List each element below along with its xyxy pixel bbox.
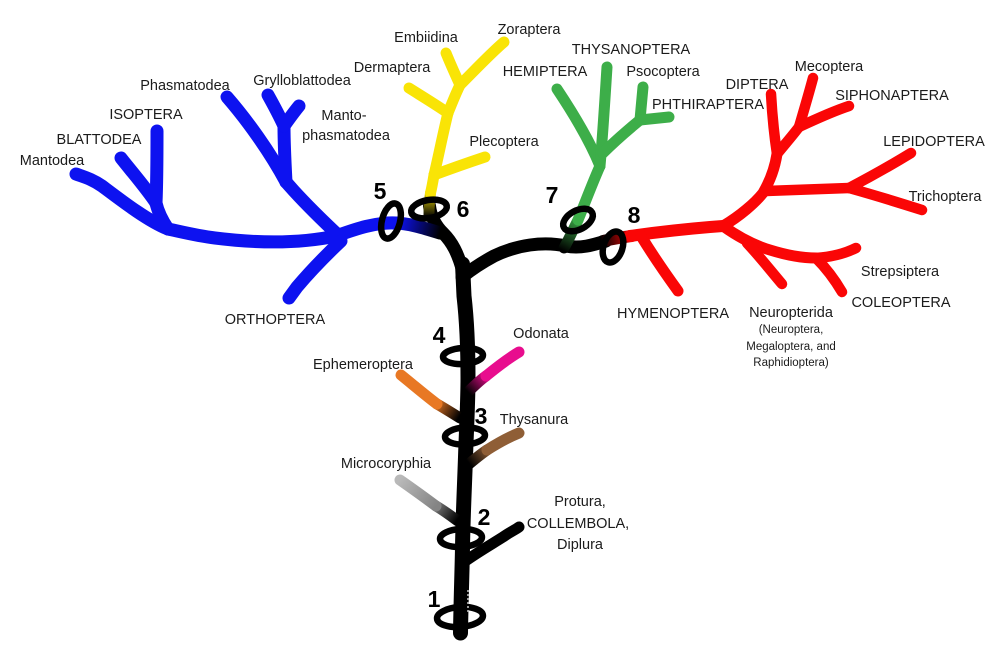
phthiraptera-branch [634,111,675,126]
label-isoptera: ISOPTERA [109,107,183,123]
label-thysanoptera: THYSANOPTERA [572,42,691,58]
hemiptera-branch [551,83,606,172]
node-ring-1 [433,603,487,631]
label-hemiptera: HEMIPTERA [503,64,588,80]
thysanura-branch [481,427,525,456]
node-ring-5 [377,200,405,242]
label-entognatha-line2: COLLEMBOLA, [527,516,629,532]
lepidoptera-branch [843,147,917,194]
node-ring-3 [441,424,489,448]
neuropterida-branch [741,237,788,290]
label-entognatha-line1: Protura, [554,494,606,510]
label-thysanura: Thysanura [500,412,569,428]
node-number-3: 3 [475,403,488,429]
yellow-subtree [403,36,510,199]
node-number-8: 8 [628,202,641,228]
trichoptera-branch [843,182,928,216]
green-subtree [551,61,675,226]
label-plecoptera: Plecoptera [469,134,539,150]
main-trunk [453,256,476,641]
label-odonata: Odonata [513,326,570,342]
microcoryphia-branch [394,474,442,512]
zoraptera-branch [454,36,510,91]
odonata-branch [480,346,525,382]
node-ring-8 [599,228,627,266]
node-number-1: 1 [428,586,441,612]
label-neuropterida-sub1: (Neuroptera, [759,324,824,336]
hymenoptera-branch [635,230,684,297]
label-mantophasmatodea-line2: phasmatodea [302,128,391,144]
diptera-branch [765,88,783,160]
node-ring-4 [439,344,487,368]
label-microcoryphia: Microcoryphia [341,456,432,472]
label-siphonaptera: SIPHONAPTERA [835,88,949,104]
gryllo-manto-stem [277,119,293,189]
label-coleoptera: COLEOPTERA [851,295,950,311]
coleoptera-branch [810,252,848,298]
label-mantodea: Mantodea [20,153,85,169]
label-blattodea: BLATTODEA [57,132,142,148]
node-ring-7 [559,205,597,235]
blue-hub-branch [161,216,403,249]
label-zoraptera: Zoraptera [498,22,562,38]
label-orthoptera: ORTHOPTERA [225,312,326,328]
node-ring-6 [407,196,451,222]
label-neuropterida-sub2: Megaloptera, and [746,341,836,353]
dermaptera-branch [403,82,454,119]
lepidoptera-trichoptera-arm [760,182,855,197]
label-psocoptera: Psocoptera [626,64,700,80]
ephemeroptera-branch [395,369,443,410]
isoptera-branch [149,124,164,210]
orthoptera-branch [282,234,348,305]
label-dermaptera: Dermaptera [354,60,431,76]
strepsiptera-branch [810,242,862,264]
label-mantophasmatodea-line1: Manto- [321,108,366,124]
label-neuropterida: Neuropterida [749,305,834,321]
label-strepsiptera: Strepsiptera [861,264,940,280]
node-number-6: 6 [457,196,470,222]
red-subtree [624,72,928,298]
node-ring-2 [436,525,486,551]
label-phthiraptera: PHTHIRAPTERA [652,97,764,113]
node-number-2: 2 [478,504,491,530]
node-number-5: 5 [374,178,387,204]
label-grylloblattodea: Grylloblattodea [253,73,351,89]
label-ephemeroptera: Ephemeroptera [313,357,414,373]
phasmatodea-cluster-stem [279,175,345,242]
blue-subtree [69,88,403,305]
label-trichoptera: Trichoptera [909,189,983,205]
label-lepidoptera: LEPIDOPTERA [883,134,985,150]
label-hymenoptera: HYMENOPTERA [617,306,729,322]
label-embiidina: Embiidina [394,30,459,46]
label-entognatha-line3: Diplura [557,537,604,553]
label-mecoptera: Mecoptera [795,59,864,75]
mantodea-branch [69,167,175,236]
entognatha-branch [458,521,525,568]
siphonaptera-branch [793,100,855,133]
mantophasmatodea-branch [277,99,306,133]
node-number-4: 4 [433,322,446,348]
label-phasmatodea: Phasmatodea [140,78,230,94]
label-neuropterida-sub3: Raphidioptera) [753,357,829,369]
node-number-7: 7 [546,182,559,208]
label-diptera: DIPTERA [726,77,789,93]
red-lower-branch [717,220,822,264]
right-fork-arm [455,234,613,284]
